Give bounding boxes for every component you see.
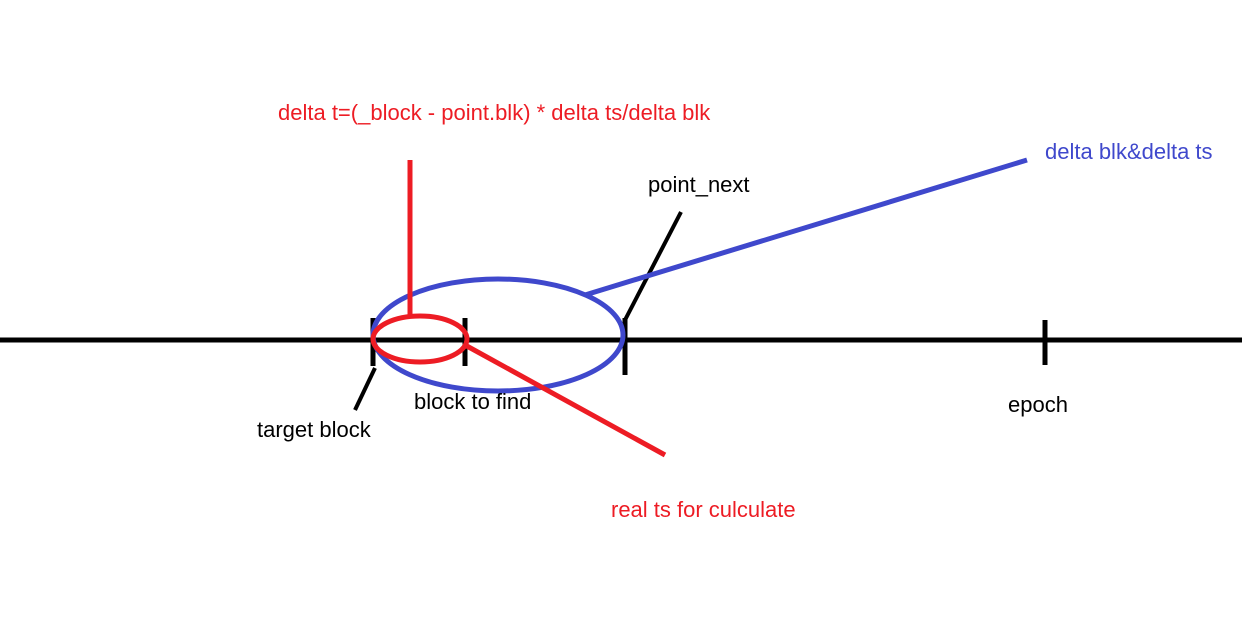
block-to-find-label: block to find bbox=[414, 389, 532, 414]
delta-blk-ts-label: delta blk&delta ts bbox=[1045, 139, 1213, 164]
epoch-label: epoch bbox=[1008, 392, 1068, 417]
point-next-label: point_next bbox=[648, 172, 750, 197]
target-block-label: target block bbox=[257, 417, 371, 442]
red-ellipse bbox=[370, 313, 470, 365]
point-next-pointer bbox=[623, 211, 683, 321]
red-diagonal-pointer bbox=[463, 342, 667, 458]
target-block-pointer bbox=[353, 367, 377, 411]
formula-label: delta t=(_block - point.blk) * delta ts/… bbox=[278, 100, 711, 125]
real-ts-label: real ts for culculate bbox=[611, 497, 796, 522]
blue-pointer-line bbox=[584, 157, 1028, 298]
